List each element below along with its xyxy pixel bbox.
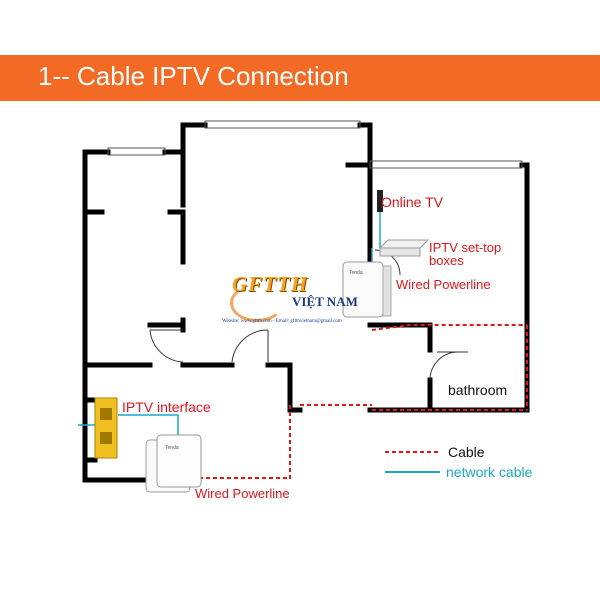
- set-top-box-icon: [378, 239, 430, 257]
- logo-sub: VIỆT NAM: [292, 294, 358, 309]
- windows: [107, 120, 523, 169]
- label-wired-powerline-top: Wired Powerline: [396, 277, 491, 292]
- svg-text:Tenda: Tenda: [165, 445, 179, 451]
- label-iptv-interface: IPTV interface: [122, 399, 211, 415]
- label-bathroom: bathroom: [448, 382, 508, 398]
- legend-network-cable-label: network cable: [446, 464, 533, 480]
- doors: [149, 249, 468, 381]
- logo-website: Website: www.gftth.com - Email: gftthvie…: [222, 319, 342, 324]
- label-online-tv: Online TV: [381, 194, 443, 210]
- svg-text:Tenda: Tenda: [349, 270, 363, 276]
- page-title: 1-- Cable IPTV Connection: [38, 61, 349, 91]
- logo-main: GFTTH: [232, 272, 309, 296]
- label-iptv-set-top: IPTV set-top: [429, 240, 502, 255]
- label-wired-powerline-bottom: Wired Powerline: [195, 486, 290, 501]
- legend-lines: [385, 451, 440, 473]
- title-banner: 1-- Cable IPTV Connection: [0, 55, 600, 101]
- legend-cable-label: Cable: [448, 444, 485, 460]
- logo-swoosh: [230, 284, 284, 322]
- tv-icon: [377, 190, 383, 212]
- powerline-adapter-icon: Tenda: [145, 434, 202, 493]
- gftth-logo: GFTTH VIỆT NAM Website: www.gftth.com - …: [222, 272, 372, 330]
- powerline-adapter-icon: Tenda: [342, 261, 392, 318]
- iptv-interface-icon: [94, 397, 118, 459]
- label-iptv-set-top-boxes: boxes: [429, 253, 464, 268]
